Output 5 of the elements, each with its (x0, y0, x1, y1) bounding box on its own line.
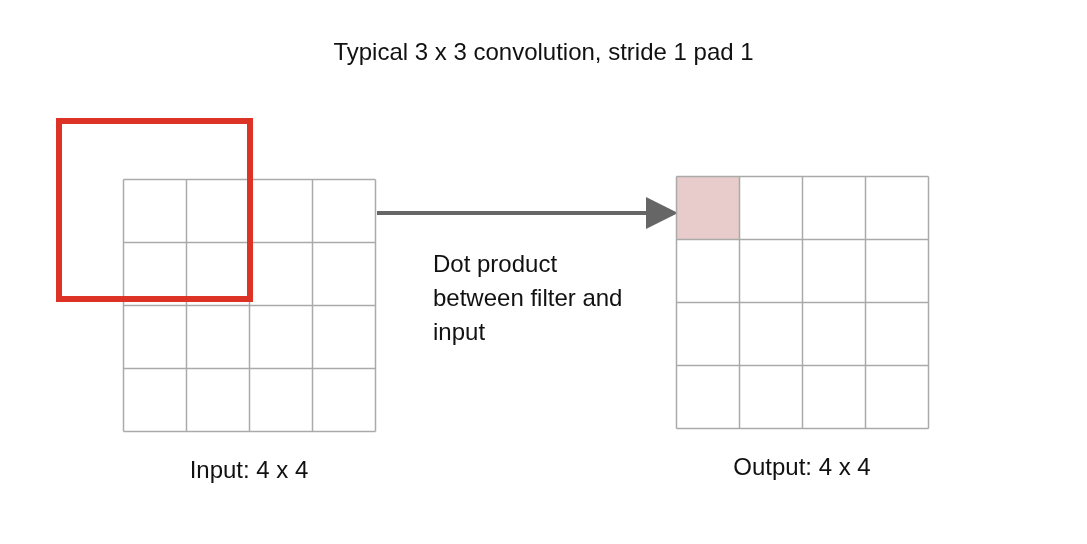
grid-caption: Output: 4 x 4 (732, 452, 872, 482)
grid-caption: Input: 4 x 4 (188, 455, 310, 485)
edge-label: Dot product between filter and input (433, 249, 623, 347)
diagram-title: Typical 3 x 3 convolution, stride 1 pad 1 (332, 37, 755, 67)
arrow (377, 197, 678, 229)
